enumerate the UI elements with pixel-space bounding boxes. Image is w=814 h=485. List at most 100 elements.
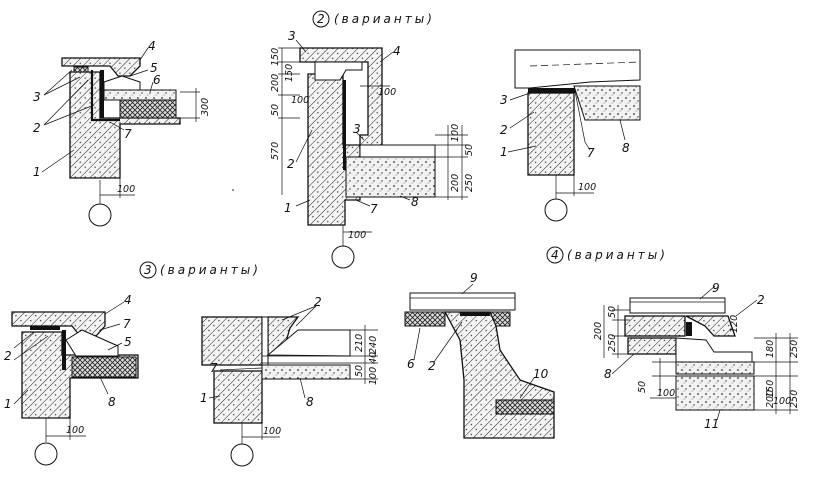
- callout-label: 4: [148, 39, 156, 53]
- detail-5: 2 7 1 8 210 240 40 50 100 100: [200, 295, 379, 467]
- callout-label: 3: [288, 29, 296, 43]
- caption-text: (варианты): [334, 12, 435, 26]
- dimension: 40: [368, 352, 379, 364]
- callout-label: 1: [4, 397, 12, 411]
- callout-label: 3: [353, 122, 361, 136]
- parapet-beam: [685, 315, 736, 337]
- detail-6: 9 6 2 10: [404, 271, 555, 439]
- callout-label: 1: [33, 165, 41, 179]
- callout-label: 2: [428, 359, 436, 373]
- dimension: 210: [354, 334, 365, 352]
- dimension: 250: [607, 334, 618, 352]
- sealant-strip: [686, 322, 692, 336]
- caption-number: 4: [551, 248, 559, 262]
- insulation-board: [495, 399, 555, 415]
- callout-label: 3: [33, 90, 41, 104]
- roof-insulation: [675, 375, 755, 411]
- callout-label: 5: [124, 335, 132, 349]
- caption-variant-3: 3 (варианты): [139, 261, 261, 279]
- cap-profile: [103, 75, 141, 91]
- callout-label: 7: [210, 361, 218, 375]
- callout-label: 2: [314, 295, 322, 309]
- roof-insulation: [573, 85, 641, 121]
- dimension: 100: [66, 425, 84, 436]
- axis-marker: [88, 203, 112, 227]
- parapet-block: [201, 316, 263, 366]
- caption-number: 2: [317, 12, 325, 26]
- parapet-slab: [624, 315, 686, 337]
- dimension: 200: [765, 390, 776, 408]
- parapet-cap: [514, 49, 641, 89]
- gasket: [73, 66, 89, 73]
- callout-label: 7: [123, 317, 131, 331]
- callout-label: 8: [108, 395, 116, 409]
- caption-text: (варианты): [160, 263, 261, 277]
- axis-marker: [331, 245, 355, 269]
- callout-label: 4: [393, 44, 401, 58]
- callout-label: 2: [500, 123, 508, 137]
- wall-section: [527, 92, 575, 176]
- callout-label: 2: [757, 293, 765, 307]
- dimension: 100: [291, 95, 309, 106]
- callout-label: 11: [704, 417, 719, 431]
- dimension: 100: [773, 396, 791, 407]
- cap-slab: [629, 297, 726, 314]
- callout-label: 8: [622, 141, 630, 155]
- callout-label: 6: [153, 73, 161, 87]
- dimension: 150: [284, 64, 295, 82]
- dimension: 240: [368, 336, 379, 354]
- sealant-strip: [460, 312, 490, 316]
- dimension: 200: [270, 74, 281, 92]
- caption-variant-2: 2 (варианты): [312, 10, 435, 28]
- callout-label: 1: [200, 391, 208, 405]
- stray-dot: [232, 189, 234, 191]
- dimension: 100: [117, 184, 135, 195]
- dimension: 100: [450, 124, 461, 142]
- sealant-strip: [343, 80, 346, 170]
- dimension: 250: [789, 340, 800, 358]
- caption-text: (варианты): [567, 248, 668, 262]
- callout-label: 7: [370, 202, 378, 216]
- callout-label: 1: [284, 201, 292, 215]
- dimension: 200: [593, 322, 604, 340]
- sealant-strip-vertical: [62, 330, 66, 370]
- wall-section: [213, 370, 263, 424]
- dimension: 50: [354, 365, 365, 377]
- sealant-strip: [528, 88, 576, 93]
- axis-marker: [230, 443, 254, 467]
- dimension: 100: [578, 182, 596, 193]
- callout-label: 1: [500, 145, 508, 159]
- coping-profile: [314, 61, 363, 81]
- dimension: 50: [464, 144, 475, 156]
- dimension: 200: [450, 174, 461, 192]
- callout-label: 10: [533, 367, 549, 381]
- screed: [359, 144, 436, 158]
- dimension: 100: [368, 367, 379, 385]
- callout-label: 8: [604, 367, 612, 381]
- axis-marker: [544, 198, 568, 222]
- dimension: 150: [765, 380, 776, 398]
- sealant-strip: [100, 70, 104, 118]
- gap-joint: [261, 316, 269, 366]
- callout-label: 8: [306, 395, 314, 409]
- dimension: 150: [270, 48, 281, 66]
- callout-label: 2: [287, 157, 295, 171]
- callout-label: 6: [407, 357, 415, 371]
- board-left: [404, 311, 446, 327]
- caption-number: 3: [144, 263, 152, 277]
- detail-7: 9 2 8 11 50 200 250 120 180 250 50 100 1…: [593, 281, 800, 431]
- callout-label: 4: [124, 293, 132, 307]
- callout-label: 9: [470, 271, 478, 285]
- detail-1: 4 5 6 3 2 7 1 100 300: [33, 39, 211, 227]
- dimension: 100: [263, 426, 281, 437]
- caption-variant-4: 4 (варианты): [546, 246, 668, 264]
- dimension: 120: [729, 315, 740, 333]
- callout-label: 8: [411, 195, 419, 209]
- insulation-board: [71, 356, 137, 378]
- callout-label: 7: [587, 146, 595, 160]
- screed: [675, 337, 753, 363]
- dimension: 100: [348, 230, 366, 241]
- callout-label: 3: [500, 93, 508, 107]
- dimension: 180: [765, 340, 776, 358]
